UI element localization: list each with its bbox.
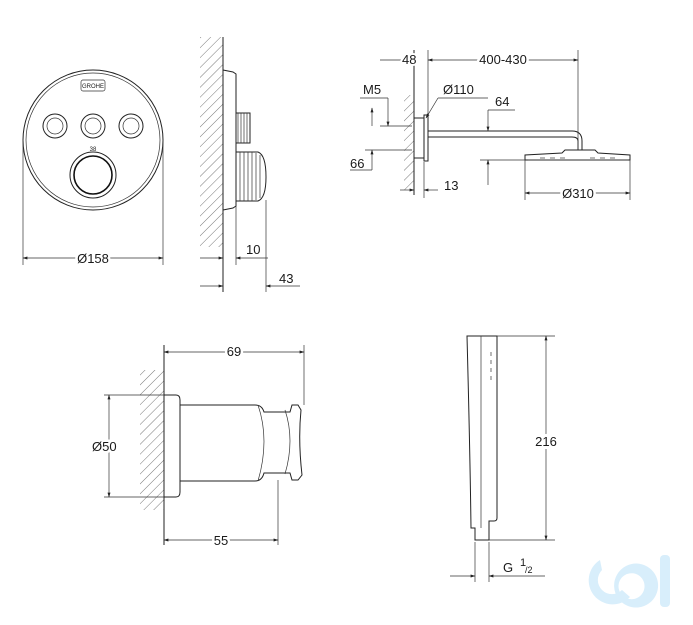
arm-flange (413, 117, 425, 159)
holder-wall-hatching (140, 370, 164, 510)
thermostat-front-view: GROHE 38 Ø158 (22, 69, 164, 269)
hand-shower-view: 216 G 1 /2 (450, 335, 560, 582)
brand-logo: GROHE (80, 79, 106, 92)
connection-g-label: G (503, 560, 513, 575)
side-depth-label-43: 43 (279, 271, 293, 286)
holder-diameter-label: Ø50 (92, 439, 117, 454)
knob-scale-label: 38 (90, 147, 97, 153)
wall-holder-view: 69 Ø50 55 (90, 342, 305, 551)
arm-length-label: 400-430 (479, 52, 527, 67)
arm-height-label-66: 66 (350, 156, 364, 171)
holder-length-label: 69 (227, 344, 241, 359)
function-button-left (42, 113, 68, 139)
shower-arm-view: 48 400-430 M5 Ø110 64 66 13 Ø310 (350, 50, 631, 204)
knob-profile (235, 151, 267, 202)
shower-arm-pipe (428, 130, 583, 151)
connection-fraction-num: 1 (520, 557, 526, 569)
hand-shower-length-label: 216 (535, 434, 557, 449)
button-profile (235, 112, 251, 144)
holder-base (164, 394, 181, 498)
thermostat-side-view: 10 43 (200, 37, 300, 292)
function-button-middle (80, 113, 106, 139)
thread-label-m5: M5 (363, 82, 381, 97)
connection-fraction-den: /2 (525, 565, 533, 575)
arm-wall-hatching (404, 95, 414, 190)
brand-logo-text: GROHE (82, 84, 104, 90)
side-depth-label-10: 10 (246, 242, 260, 257)
wall-gap-label-13: 13 (444, 178, 458, 193)
head-diameter-label: Ø310 (562, 186, 594, 201)
shower-head-profile (524, 149, 631, 161)
hand-shower-body (466, 335, 498, 541)
faceplate-profile (222, 69, 237, 211)
temperature-knob: 38 (69, 147, 117, 199)
arm-offset-label-48: 48 (402, 52, 416, 67)
watermark-logo (588, 555, 670, 608)
wall-hatching (200, 37, 223, 247)
flange-diameter-label: Ø110 (443, 82, 474, 97)
thermostat-diameter-label: Ø158 (77, 251, 109, 266)
connection-thread-label: G 1 /2 (503, 557, 533, 575)
thermostat-faceplate-inner (25, 72, 161, 208)
holder-depth-label: 55 (214, 533, 228, 548)
function-button-right (118, 113, 144, 139)
function-buttons (42, 113, 144, 139)
arm-drop-label-64: 64 (495, 94, 509, 109)
holder-body (180, 404, 303, 482)
